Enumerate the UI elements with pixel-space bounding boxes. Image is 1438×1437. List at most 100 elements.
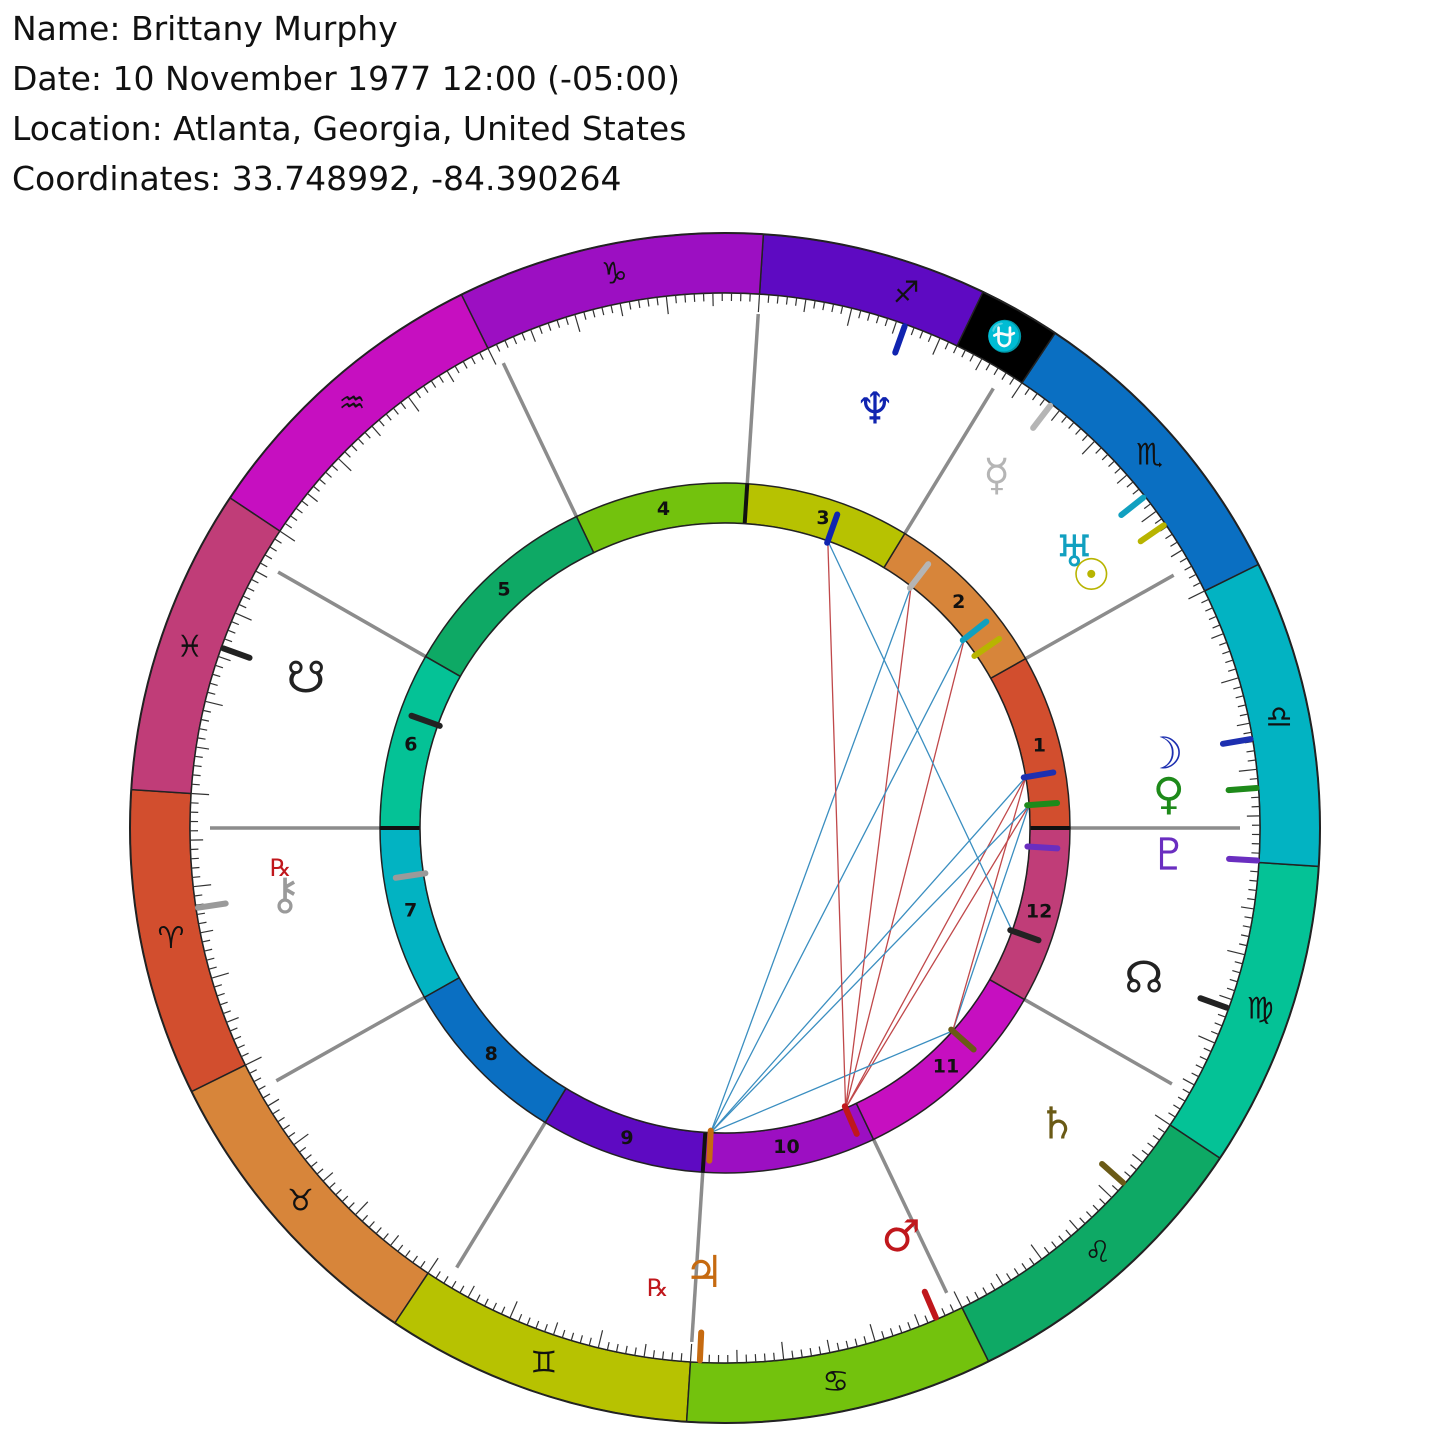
degree-tick <box>826 1339 831 1353</box>
house-cusp-line <box>903 387 995 535</box>
chiron-retrograde-label: ℞ <box>270 854 292 882</box>
degree-tick <box>767 294 770 303</box>
degree-tick <box>634 1347 637 1356</box>
house-number-8: 8 <box>485 1043 498 1065</box>
degree-tick <box>689 1343 693 1362</box>
degree-tick <box>368 1221 375 1228</box>
degree-tick <box>216 992 225 997</box>
degree-tick <box>517 1313 523 1322</box>
sun-outer-marker <box>1137 522 1167 545</box>
degree-tick <box>255 570 268 578</box>
degree-tick <box>800 1349 803 1358</box>
degree-tick <box>277 1116 285 1123</box>
degree-tick <box>1098 1184 1113 1199</box>
degree-tick <box>193 884 212 888</box>
degree-tick <box>267 1098 280 1107</box>
degree-tick <box>776 295 779 304</box>
degree-tick <box>223 1010 231 1015</box>
degree-tick <box>407 396 420 412</box>
degree-tick <box>272 1109 280 1115</box>
degree-tick <box>952 345 958 354</box>
mercury-inner-marker <box>906 561 932 591</box>
degree-tick <box>1246 750 1255 753</box>
degree-tick <box>941 1308 946 1316</box>
degree-tick <box>427 1257 439 1274</box>
degree-tick <box>597 1330 604 1348</box>
degree-tick <box>192 876 201 879</box>
degree-tick <box>1239 713 1248 717</box>
degree-tick <box>1188 590 1205 600</box>
degree-tick <box>1079 1217 1086 1225</box>
degree-tick <box>446 370 455 383</box>
degree-tick <box>565 317 569 326</box>
degree-tick <box>479 352 484 360</box>
degree-tick <box>1242 925 1251 928</box>
degree-tick <box>1233 686 1242 690</box>
degree-tick <box>1030 1244 1043 1260</box>
degree-tick <box>1099 1198 1106 1205</box>
mercury-outer-marker <box>1030 402 1054 431</box>
degree-tick <box>1237 704 1246 708</box>
degree-tick <box>344 451 351 458</box>
house-cusp-line <box>1024 573 1175 661</box>
degree-tick <box>1250 870 1259 873</box>
aspect-line <box>845 804 1030 1109</box>
degree-tick <box>310 1161 318 1168</box>
degree-tick <box>385 413 392 421</box>
degree-tick <box>371 425 381 437</box>
degree-tick <box>293 1133 309 1146</box>
degree-tick <box>898 1325 903 1334</box>
degree-tick <box>262 1093 271 1099</box>
north-node-icon: ☊ <box>1124 953 1163 1004</box>
degree-tick <box>509 1301 518 1319</box>
degree-tick <box>1051 1241 1058 1249</box>
degree-tick <box>628 301 632 310</box>
degree-tick <box>615 1343 619 1353</box>
degree-tick <box>836 1342 840 1351</box>
degree-tick <box>840 305 844 315</box>
degree-tick <box>218 655 231 662</box>
degree-tick <box>214 984 223 988</box>
chart-info: Name: Brittany Murphy Date: 10 November … <box>12 4 686 204</box>
degree-tick <box>643 1343 647 1357</box>
degree-tick <box>583 311 587 320</box>
venus-outer-marker <box>1225 785 1260 794</box>
degree-tick <box>1011 382 1023 399</box>
degree-tick <box>1029 1257 1035 1265</box>
degree-tick <box>619 303 624 317</box>
degree-tick <box>1168 1112 1176 1118</box>
degree-tick <box>521 332 526 341</box>
degree-tick <box>328 1182 336 1189</box>
degree-tick <box>241 1052 249 1058</box>
degree-tick <box>348 1202 355 1209</box>
degree-tick <box>985 362 991 371</box>
degree-tick <box>1081 440 1096 455</box>
sign-glyph-aries: ♈ <box>157 921 184 956</box>
degree-tick <box>242 595 251 601</box>
saturn-inner-marker <box>948 1026 977 1053</box>
aspect-line <box>710 776 1027 1134</box>
degree-tick <box>1009 377 1015 385</box>
degree-tick <box>863 1336 867 1345</box>
degree-tick <box>512 336 518 345</box>
jupiter-outer-marker <box>696 1329 705 1364</box>
house-number-2: 2 <box>952 591 965 613</box>
degree-tick <box>1184 565 1192 571</box>
degree-tick <box>364 431 371 439</box>
degree-tick <box>953 1291 963 1308</box>
house-number-12: 12 <box>1026 901 1052 923</box>
degree-tick <box>869 1324 876 1342</box>
degree-tick <box>211 972 229 979</box>
degree-tick <box>1061 415 1068 423</box>
degree-tick <box>295 507 303 514</box>
degree-tick <box>785 296 789 305</box>
degree-tick <box>671 1352 674 1361</box>
degree-tick <box>1249 777 1258 780</box>
degree-tick <box>1050 410 1060 421</box>
degree-tick <box>1238 768 1257 772</box>
sign-glyph-ophiuchus: ⛎ <box>986 319 1023 355</box>
degree-tick <box>993 367 999 376</box>
degree-tick <box>1177 1096 1186 1102</box>
degree-tick <box>1065 1229 1072 1237</box>
